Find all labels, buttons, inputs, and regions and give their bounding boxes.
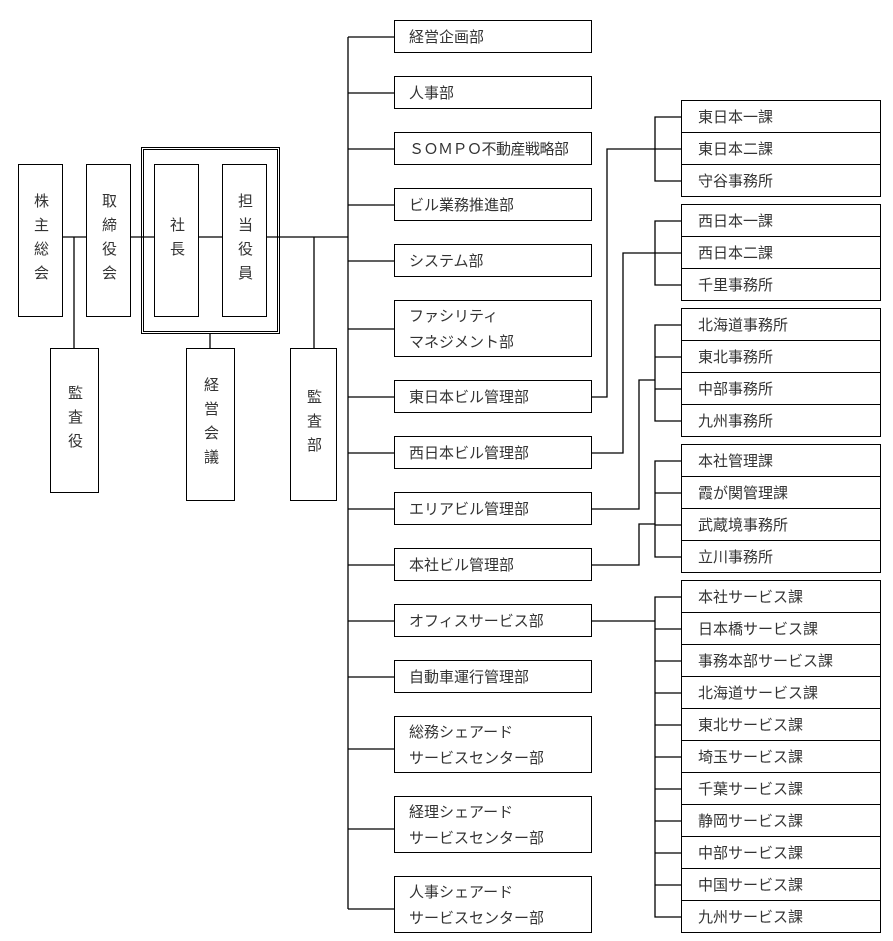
dept-label-line1: 経理シェアード: [409, 802, 514, 821]
dept-label: エリアビル管理部: [409, 499, 530, 518]
section-moriya-office: 守谷事務所: [681, 164, 881, 197]
section-label: 北海道事務所: [698, 316, 789, 334]
section-label: 千里事務所: [698, 276, 774, 294]
dept-office-service: オフィスサービス部: [394, 604, 592, 637]
dept-label: 人事部: [409, 83, 455, 102]
section-label: 霞が関管理課: [698, 484, 789, 502]
section-label: 埼玉サービス課: [698, 748, 804, 766]
section-service-shizuoka: 静岡サービス課: [681, 804, 881, 837]
section-label: 日本橋サービス課: [698, 620, 819, 638]
dept-label-line2: マネジメント部: [409, 332, 515, 351]
section-service-chubu: 中部サービス課: [681, 836, 881, 869]
board-of-directors-box: 取締役会: [86, 164, 131, 317]
section-west-1: 西日本一課: [681, 204, 881, 237]
dept-west-japan-building: 西日本ビル管理部: [394, 436, 592, 469]
section-chubu-office: 中部事務所: [681, 372, 881, 405]
section-service-hq: 本社サービス課: [681, 580, 881, 613]
dept-label-line2: サービスセンター部: [409, 828, 545, 847]
section-musashisakai-office: 武蔵境事務所: [681, 508, 881, 541]
section-hq-management: 本社管理課: [681, 444, 881, 477]
auditor-label: 監査役: [66, 384, 84, 457]
section-east-1: 東日本一課: [681, 100, 881, 133]
dept-label: 東日本ビル管理部: [409, 387, 530, 406]
president-label: 社長: [168, 216, 186, 265]
section-kasumigaseki-management: 霞が関管理課: [681, 476, 881, 509]
section-hokkaido-office: 北海道事務所: [681, 308, 881, 341]
section-label: 九州サービス課: [698, 908, 804, 926]
section-service-chugoku: 中国サービス課: [681, 868, 881, 901]
dept-hr: 人事部: [394, 76, 592, 109]
dept-label-line1: 総務シェアード: [409, 722, 514, 741]
section-service-admin-hq: 事務本部サービス課: [681, 644, 881, 677]
section-label: 九州事務所: [698, 412, 774, 430]
section-label: 東日本一課: [698, 108, 774, 126]
dept-label: 西日本ビル管理部: [409, 443, 530, 462]
dept-label: 本社ビル管理部: [409, 555, 515, 574]
section-label: 守谷事務所: [698, 172, 774, 190]
section-label: 西日本一課: [698, 212, 774, 230]
section-label: 本社サービス課: [698, 588, 804, 606]
section-label: 静岡サービス課: [698, 812, 804, 830]
dept-label: 経営企画部: [409, 27, 485, 46]
section-service-hokkaido: 北海道サービス課: [681, 676, 881, 709]
management-meeting-box: 経営会議: [186, 348, 235, 501]
section-west-2: 西日本二課: [681, 236, 881, 269]
section-service-chiba: 千葉サービス課: [681, 772, 881, 805]
dept-label-line2: サービスセンター部: [409, 748, 545, 767]
audit-department-box: 監査部: [290, 348, 337, 501]
section-label: 中部サービス課: [698, 844, 804, 862]
section-label: 東日本二課: [698, 140, 774, 158]
shareholders-meeting-box: 株主総会: [18, 164, 63, 317]
executive-frame: [141, 147, 280, 334]
section-label: 北海道サービス課: [698, 684, 819, 702]
shareholders-meeting-label: 株主総会: [32, 192, 50, 289]
section-kyushu-office: 九州事務所: [681, 404, 881, 437]
section-label: 千葉サービス課: [698, 780, 804, 798]
dept-building-promotion: ビル業務推進部: [394, 188, 592, 221]
dept-area-building: エリアビル管理部: [394, 492, 592, 525]
dept-sompo-realestate-strategy: ＳＯＭＰＯ不動産戦略部: [394, 132, 592, 165]
president-box: 社長: [154, 164, 199, 317]
dept-facility-management: ファシリティマネジメント部: [394, 300, 592, 357]
section-tohoku-office: 東北事務所: [681, 340, 881, 373]
section-label: 中部事務所: [698, 380, 774, 398]
dept-accounting-shared-service: 経理シェアードサービスセンター部: [394, 796, 592, 853]
section-east-2: 東日本二課: [681, 132, 881, 165]
dept-system: システム部: [394, 244, 592, 277]
dept-label: 自動車運行管理部: [409, 667, 530, 686]
section-label: 西日本二課: [698, 244, 774, 262]
section-label: 東北サービス課: [698, 716, 804, 734]
section-label: 武蔵境事務所: [698, 516, 789, 534]
section-label: 事務本部サービス課: [698, 652, 834, 670]
section-service-saitama: 埼玉サービス課: [681, 740, 881, 773]
dept-label: ＳＯＭＰＯ不動産戦略部: [409, 139, 569, 158]
dept-label-line1: 人事シェアード: [409, 882, 514, 901]
officers-label: 担当役員: [236, 192, 254, 289]
dept-ga-shared-service: 総務シェアードサービスセンター部: [394, 716, 592, 773]
section-senri-office: 千里事務所: [681, 268, 881, 301]
audit-department-label: 監査部: [305, 388, 323, 461]
dept-corporate-planning: 経営企画部: [394, 20, 592, 53]
section-service-tohoku: 東北サービス課: [681, 708, 881, 741]
officers-box: 担当役員: [222, 164, 267, 317]
section-service-kyushu: 九州サービス課: [681, 900, 881, 933]
auditor-box: 監査役: [50, 348, 99, 493]
section-label: 立川事務所: [698, 548, 774, 566]
dept-label: オフィスサービス部: [409, 611, 544, 630]
dept-label: システム部: [409, 251, 484, 270]
board-of-directors-label: 取締役会: [100, 192, 118, 289]
dept-hq-building: 本社ビル管理部: [394, 548, 592, 581]
dept-vehicle-operation: 自動車運行管理部: [394, 660, 592, 693]
section-label: 中国サービス課: [698, 876, 804, 894]
section-label: 東北事務所: [698, 348, 774, 366]
dept-label-line1: ファシリティ: [409, 306, 499, 325]
dept-east-japan-building: 東日本ビル管理部: [394, 380, 592, 413]
section-label: 本社管理課: [698, 452, 774, 470]
section-tachikawa-office: 立川事務所: [681, 540, 881, 573]
dept-label-line2: サービスセンター部: [409, 908, 545, 927]
dept-label: ビル業務推進部: [409, 195, 515, 214]
section-service-nihonbashi: 日本橋サービス課: [681, 612, 881, 645]
management-meeting-label: 経営会議: [202, 376, 220, 473]
dept-hr-shared-service: 人事シェアードサービスセンター部: [394, 876, 592, 933]
